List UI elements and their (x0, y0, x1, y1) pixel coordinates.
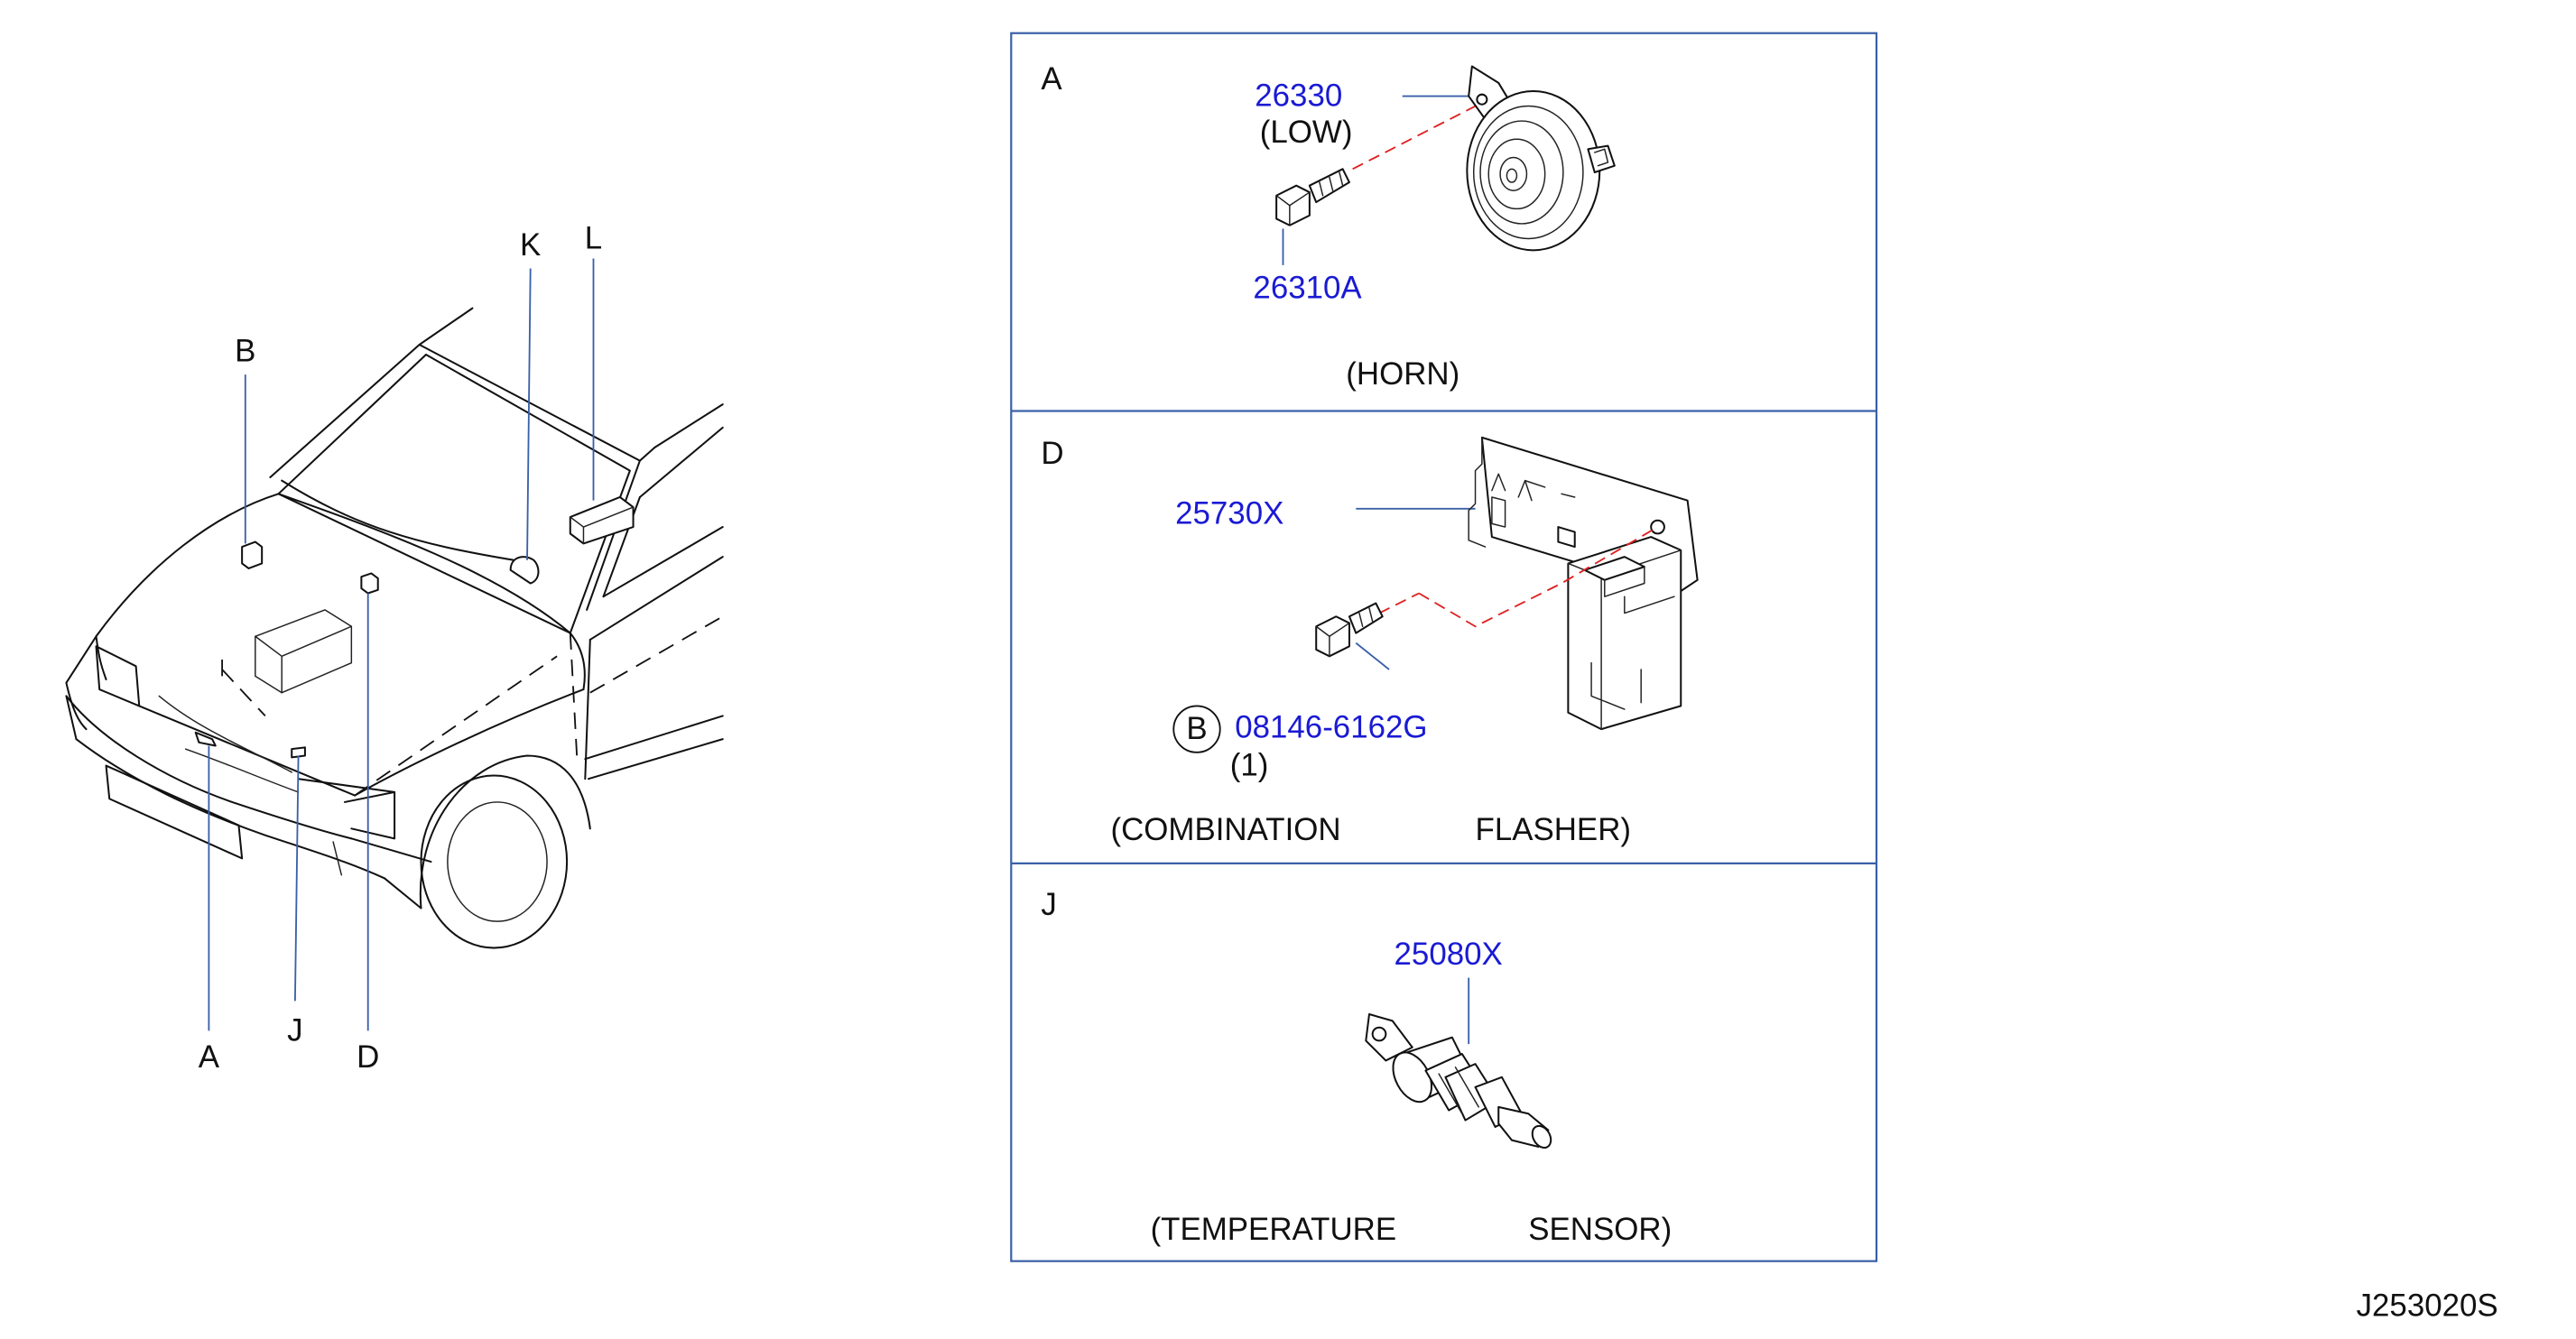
bolt-symbol-letter: B (1186, 711, 1207, 746)
flasher-illustration (1468, 436, 1699, 731)
flasher-bolt-quantity: (1) (1230, 748, 1269, 783)
callout-k: K (520, 227, 541, 263)
flasher-part-number[interactable]: 25730X (1175, 495, 1283, 531)
component-k-marker (509, 556, 540, 585)
panel-horn: A 26330 (LOW) 26310A (1041, 61, 1616, 392)
component-d-marker (360, 572, 379, 595)
truck-outline (65, 307, 724, 949)
detail-panels: A 26330 (LOW) 26310A (1010, 32, 1878, 1262)
callout-b: B (235, 333, 255, 368)
horn-illustration (1466, 65, 1616, 252)
flasher-bolt-illustration (1315, 602, 1384, 658)
callout-a: A (199, 1039, 220, 1075)
callout-j: J (287, 1012, 302, 1048)
panel-flasher-letter: D (1041, 436, 1063, 471)
flasher-bolt-part-number[interactable]: 08146-6162G (1235, 709, 1427, 744)
horn-bolt-illustration (1275, 168, 1350, 226)
panel-flasher: D 25730X (1041, 436, 1699, 847)
flasher-caption-2: FLASHER) (1476, 812, 1631, 847)
panels-frame (1010, 32, 1878, 1262)
callout-d: D (357, 1039, 379, 1075)
component-j-marker (291, 746, 306, 759)
component-a-marker (194, 731, 217, 747)
callout-l: L (585, 220, 602, 255)
panel-sensor-letter: J (1041, 887, 1056, 922)
horn-caption: (HORN) (1346, 356, 1459, 392)
sensor-caption-2: SENSOR) (1528, 1212, 1672, 1247)
horn-part-number[interactable]: 26330 (1255, 78, 1342, 114)
sensor-caption-1: (TEMPERATURE (1151, 1212, 1397, 1247)
bolt-symbol-b: B (1172, 705, 1221, 753)
panel-sensor: J 25080X (TEMPERATURE SENSOR) (1041, 887, 1672, 1247)
flasher-caption-1: (COMBINATION (1110, 812, 1340, 847)
horn-part-note: (LOW) (1260, 115, 1353, 150)
callout-leaders (208, 258, 595, 1031)
diagram-code: J253020S (2357, 1288, 2498, 1323)
sensor-illustration (1365, 1013, 1552, 1149)
vehicle-overview: B K L A J D (65, 220, 724, 1075)
horn-bolt-part-number[interactable]: 26310A (1253, 271, 1362, 306)
component-b-marker (241, 540, 264, 569)
panel-horn-letter: A (1041, 61, 1062, 97)
sensor-part-number[interactable]: 25080X (1395, 937, 1503, 972)
